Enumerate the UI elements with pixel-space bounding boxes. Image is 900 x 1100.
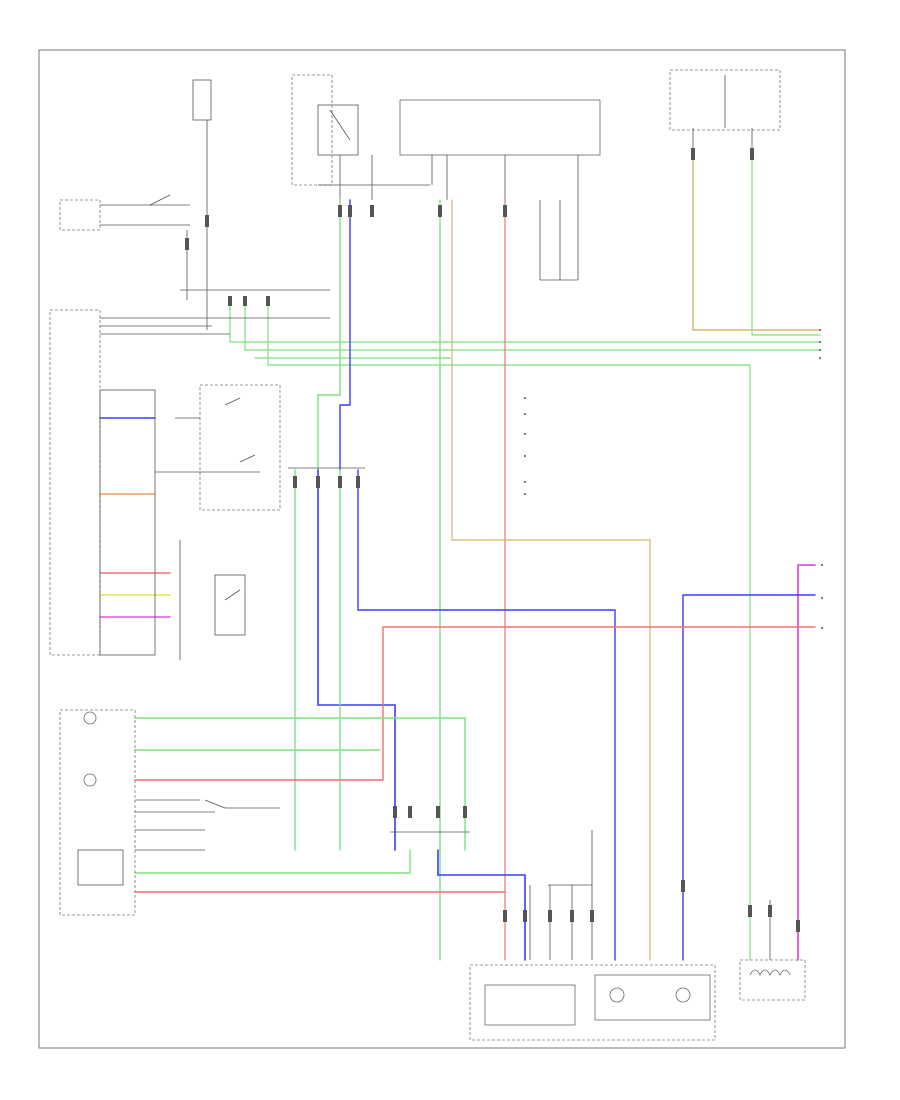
head-controller xyxy=(399,99,601,156)
terminal-dot xyxy=(524,455,526,457)
connector xyxy=(356,476,360,488)
cluster-outline xyxy=(739,959,806,1001)
connector xyxy=(293,476,297,488)
top-right-fuses xyxy=(669,69,781,150)
terminal-dot xyxy=(524,397,526,399)
connector xyxy=(796,920,800,932)
wire-blue-main xyxy=(339,199,351,471)
right-headlight-outline xyxy=(59,709,136,916)
wire-blue-low xyxy=(437,849,526,961)
wire-tan-right xyxy=(692,149,821,331)
fuse-block-top xyxy=(291,74,333,186)
terminal-dots xyxy=(524,329,823,629)
headlight-bulb-1 xyxy=(83,711,97,725)
headlight-bulb-box xyxy=(594,974,711,1021)
connector xyxy=(768,905,772,917)
switch-contact-1 xyxy=(224,397,241,406)
light-control-switch xyxy=(199,384,281,511)
connector xyxy=(523,910,527,922)
diagram-frame xyxy=(38,49,846,1049)
wire-blue-b xyxy=(357,469,616,961)
connector xyxy=(348,205,352,217)
connector xyxy=(590,910,594,922)
terminal-dot xyxy=(524,413,526,415)
terminal-dot xyxy=(821,597,823,599)
dimmer-contact xyxy=(224,589,241,601)
fuse-right-1 xyxy=(669,69,781,131)
connector xyxy=(503,205,507,217)
connector xyxy=(750,148,754,160)
connector xyxy=(370,205,374,217)
dimmer-switch xyxy=(214,574,246,636)
terminal-dot xyxy=(821,627,823,629)
fuse-box-left xyxy=(192,79,212,121)
junction-bars xyxy=(180,289,470,833)
left-bulb-1 xyxy=(609,987,625,1003)
terminal-dot xyxy=(524,481,526,483)
wire-tan-ctrl xyxy=(451,199,651,961)
connector xyxy=(438,205,442,217)
leveling-motor xyxy=(77,849,124,886)
cluster-indicator xyxy=(749,969,791,976)
relay-contact xyxy=(329,109,351,141)
connector xyxy=(228,296,232,306)
terminal-dot xyxy=(524,433,526,435)
connector xyxy=(503,910,507,922)
connector xyxy=(436,806,440,818)
connector xyxy=(570,910,574,922)
connector xyxy=(548,910,552,922)
connector xyxy=(463,806,467,818)
terminal-dot xyxy=(819,349,821,351)
wire-blue-a xyxy=(317,469,396,851)
wire-green-low-3 xyxy=(134,849,411,874)
switch-contact-2 xyxy=(239,454,256,463)
relay-box-left xyxy=(59,199,101,231)
wire-green-bus-1 xyxy=(751,149,821,336)
terminal-dot xyxy=(819,329,821,331)
terminal-dot xyxy=(819,357,821,359)
daytime-running-light xyxy=(484,984,576,1026)
wire-green-long xyxy=(267,364,751,961)
controller-section xyxy=(291,74,601,281)
wire-pink-right xyxy=(797,564,816,961)
top-left-section xyxy=(59,79,212,330)
wire-red-right xyxy=(382,626,816,781)
connector xyxy=(185,238,189,250)
combination-switch-outline xyxy=(49,309,101,656)
connector xyxy=(205,215,209,227)
connector xyxy=(338,205,342,217)
wire-blue-right xyxy=(682,594,816,961)
terminal-dot xyxy=(821,564,823,566)
colored-wires xyxy=(99,149,821,961)
connector-stubs xyxy=(185,148,800,932)
connector xyxy=(408,806,412,818)
headlight-bulb-2 xyxy=(83,773,97,787)
relay-box-top xyxy=(317,104,359,156)
connector xyxy=(266,296,270,306)
connector xyxy=(681,880,685,892)
connector xyxy=(338,476,342,488)
connector xyxy=(316,476,320,488)
left-panels xyxy=(49,309,330,660)
wire-green-main xyxy=(317,199,341,471)
connector xyxy=(243,296,247,306)
connector xyxy=(393,806,397,818)
left-bulb-2 xyxy=(675,987,691,1003)
terminal-dot xyxy=(819,341,821,343)
left-headlight-outline xyxy=(469,964,716,1041)
relay-switch xyxy=(149,194,171,206)
right-headlight-assembly xyxy=(59,709,280,916)
bottom-section xyxy=(469,830,806,1041)
connector xyxy=(748,905,752,917)
terminal-dot xyxy=(524,493,526,495)
connector xyxy=(691,148,695,160)
combo-switch-terminal-block xyxy=(99,389,156,656)
hl-switch xyxy=(204,799,226,809)
